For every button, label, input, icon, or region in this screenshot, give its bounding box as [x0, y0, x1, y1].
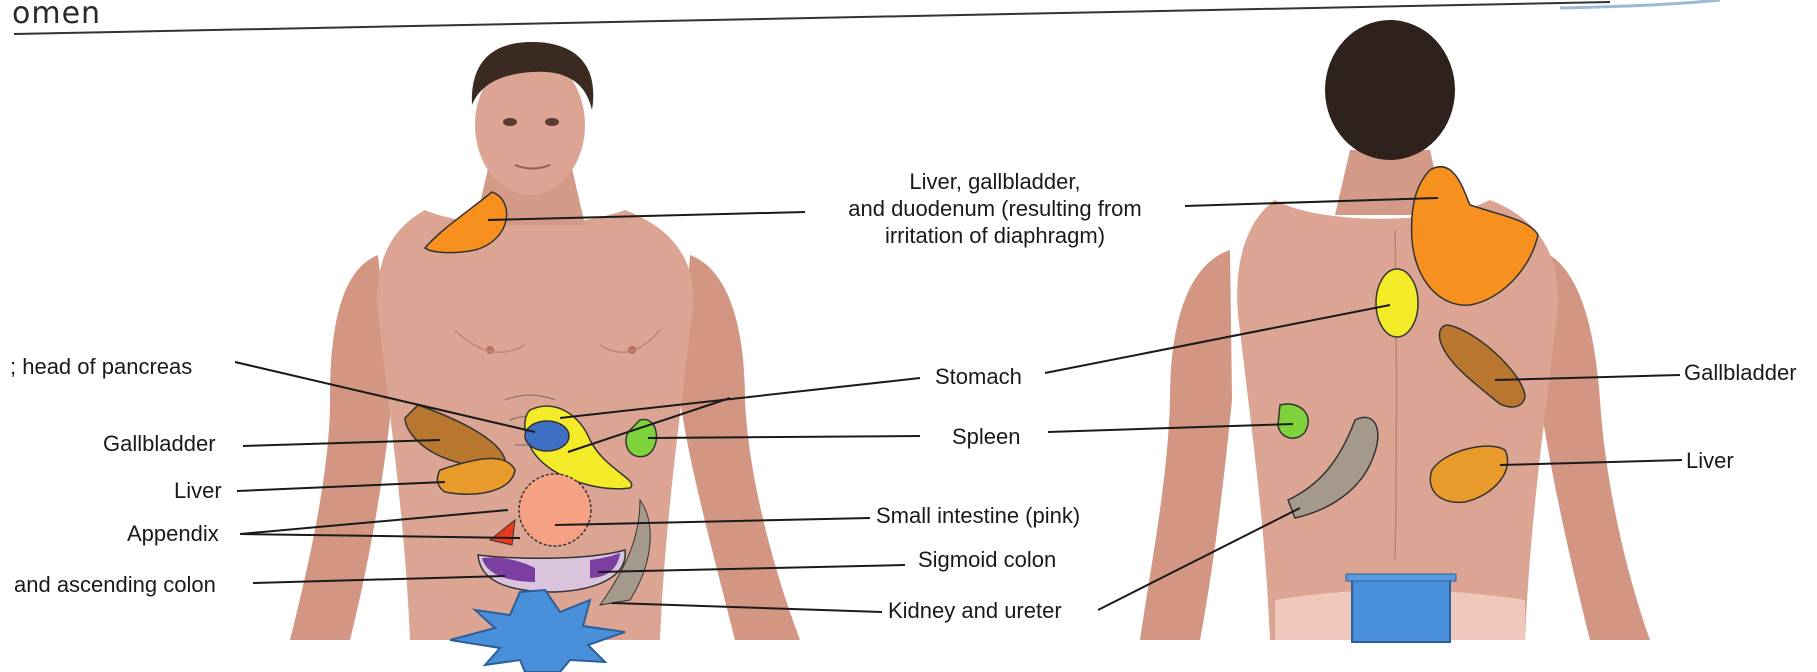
gallbladder-back-label: Gallbladder	[1684, 362, 1797, 384]
gallbladder-front-label: Gallbladder	[103, 433, 216, 455]
front-figure	[250, 42, 810, 672]
kidney-ureter-label: Kidney and ureter	[888, 600, 1062, 622]
small-intestine-label: Small intestine (pink)	[876, 505, 1080, 527]
back-stomach-region	[1376, 269, 1418, 337]
sigmoid-colon-label: Sigmoid colon	[918, 549, 1056, 571]
front-pancreas-region	[525, 421, 569, 451]
ascending-colon-label: and ascending colon	[14, 574, 216, 596]
referred-pain-label: Liver, gallbladder, and duodenum (result…	[810, 168, 1180, 249]
header-rule-accent	[1560, 0, 1720, 8]
referred-label-line1: Liver, gallbladder,	[810, 168, 1180, 195]
blue-rect-shape	[1352, 578, 1450, 642]
liver-back-label: Liver	[1686, 450, 1734, 472]
liver-front-label: Liver	[174, 480, 222, 502]
head-of-pancreas-label: ; head of pancreas	[10, 356, 192, 378]
back-head	[1325, 20, 1455, 160]
referred-label-line2: and duodenum (resulting from	[810, 195, 1180, 222]
referred-label-line3: irritation of diaphragm)	[810, 222, 1180, 249]
spleen-label: Spleen	[952, 426, 1021, 448]
appendix-label: Appendix	[127, 523, 219, 545]
front-left-arm	[680, 255, 800, 640]
back-figure	[1100, 20, 1700, 672]
back-spleen-region	[1278, 404, 1308, 438]
stomach-label: Stomach	[935, 366, 1022, 388]
front-small-intestine-region	[519, 474, 591, 546]
